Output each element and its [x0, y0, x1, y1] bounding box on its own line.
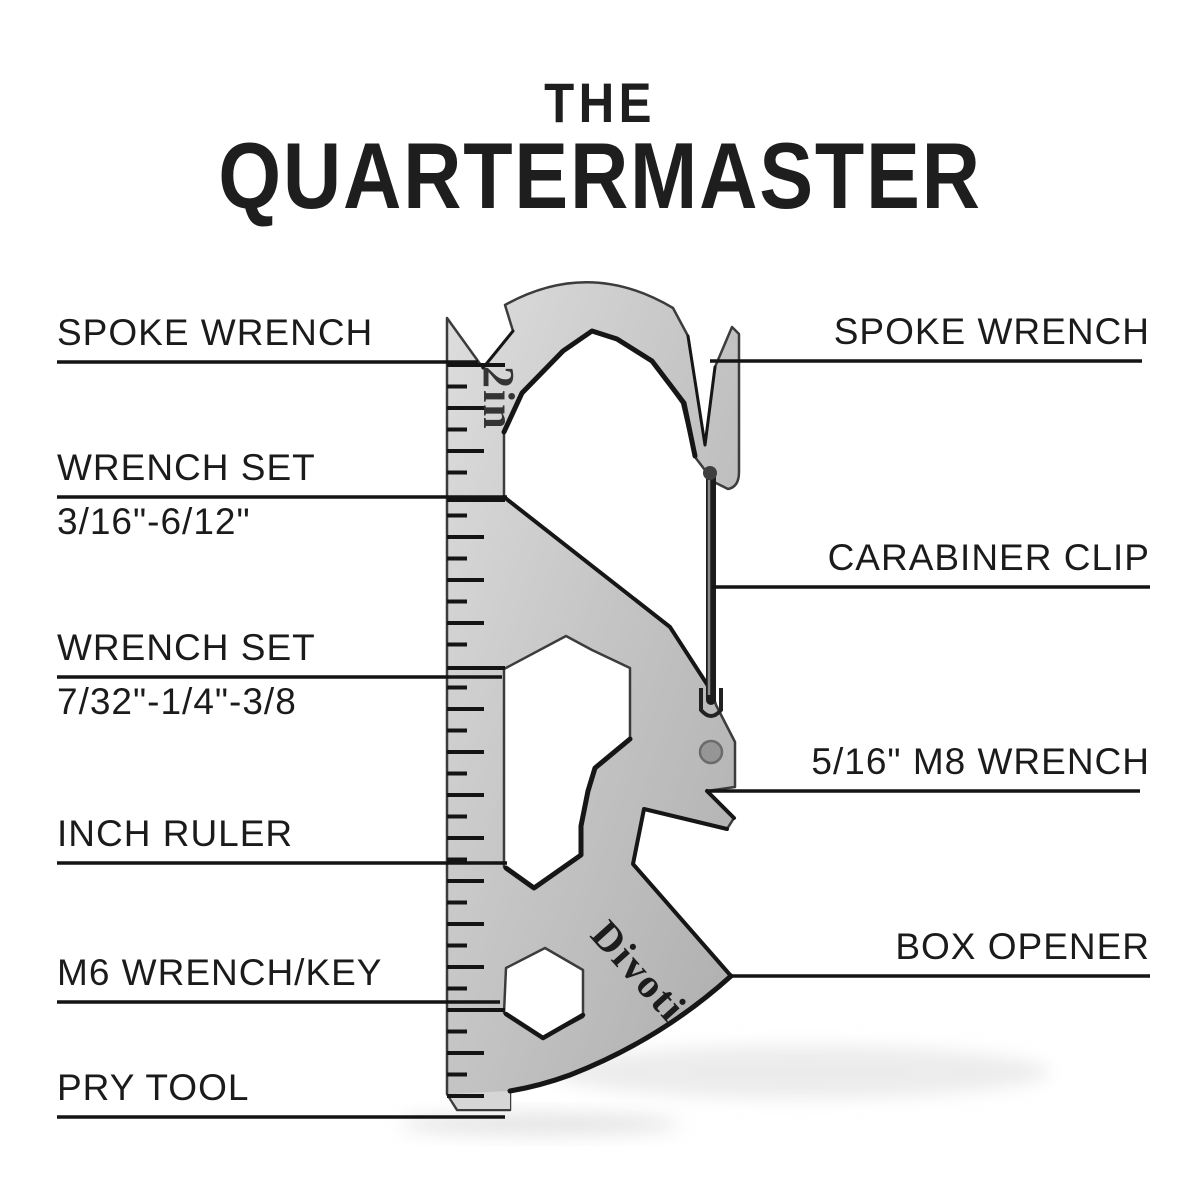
ground-shadow [550, 1046, 1050, 1098]
label-m6-wrench-key: M6 WRENCH/KEY [57, 952, 383, 993]
wire-slot [699, 688, 723, 718]
ruler-ticks [447, 363, 505, 1098]
edge-shadows [481, 328, 736, 1094]
label-m8-wrench: 5/16" M8 WRENCH [811, 741, 1150, 782]
label-inch-ruler: INCH RULER [57, 813, 294, 854]
lanyard-hole [698, 739, 724, 765]
label-box-opener: BOX OPENER [895, 926, 1150, 967]
label-wrench-set-2-sub: 7/32"-1/4"-3/8 [57, 681, 297, 722]
leader-lines [57, 359, 1150, 1119]
pry-blade-bevel [448, 1091, 510, 1109]
label-pry-tool: PRY TOOL [57, 1067, 250, 1108]
label-wrench-set-1-sub: 3/16"-6/12" [57, 501, 251, 542]
label-wrench-set-1: WRENCH SET [57, 447, 316, 488]
label-wrench-set-2: WRENCH SET [57, 627, 316, 668]
label-spoke-wrench-left: SPOKE WRENCH [57, 312, 374, 353]
label-spoke-wrench-right: SPOKE WRENCH [833, 311, 1150, 352]
wire-pivot [703, 466, 717, 480]
title-main: QUARTERMASTER [218, 123, 982, 228]
title-the: THE [544, 71, 656, 134]
label-carabiner-clip: CARABINER CLIP [827, 537, 1150, 578]
ruler-mark-text: 2in [474, 366, 523, 431]
